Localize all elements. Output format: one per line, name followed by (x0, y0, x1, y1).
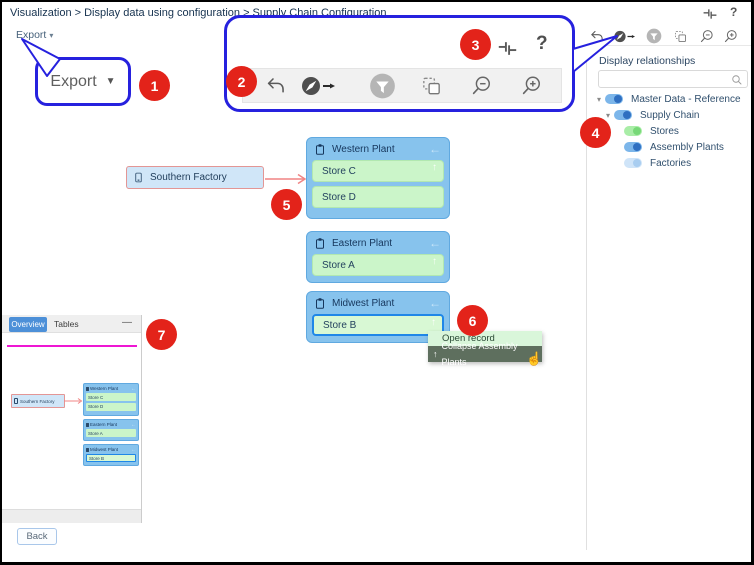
overview-panel: Overview Tables — Southern Factory Weste… (2, 315, 142, 523)
mini-node-store-a: Store A (86, 429, 136, 437)
mini-group-eastern-plant: Eastern Plant← Store A (83, 419, 139, 441)
tree-item-assembly-plants[interactable]: Assembly Plants (624, 140, 724, 154)
node-store-b[interactable]: Store B ↑ (312, 314, 444, 336)
callout-bubble-toolbar (224, 15, 575, 112)
node-southern-factory[interactable]: Southern Factory (126, 166, 264, 189)
collapse-up-icon[interactable]: ↑ (431, 317, 436, 328)
mini-relation-arrow (64, 398, 83, 404)
toggle-stores[interactable] (624, 126, 642, 136)
group-western-plant[interactable]: Western Plant ← Store C ↑ Store D (306, 137, 450, 219)
collapse-left-icon: ← (131, 446, 136, 453)
factory-record-icon (14, 398, 18, 404)
group-midwest-plant[interactable]: Midwest Plant ← Store B ↑ (306, 291, 450, 343)
collapse-left-icon[interactable]: ← (429, 296, 441, 310)
navigate-compass-icon (301, 74, 337, 98)
filter-icon[interactable] (646, 28, 662, 44)
zoom-in-icon (520, 75, 542, 97)
callout-badge-3: 3 (460, 29, 491, 60)
mini-group-western-plant: Western Plant← Store C Store D (83, 383, 139, 416)
clipboard-icon (86, 386, 89, 391)
collapse-up-icon[interactable]: ↑ (432, 256, 437, 267)
search-field[interactable] (603, 72, 727, 86)
callout-badge-2: 2 (226, 66, 257, 97)
callout-badge-6: 6 (457, 305, 488, 336)
collapse-up-icon[interactable]: ↑ (432, 162, 437, 173)
export-button[interactable]: Export▾ (16, 29, 54, 41)
toolbar-strip (242, 68, 562, 103)
tab-tables[interactable]: Tables (54, 319, 79, 329)
collapse-left-icon: ← (131, 385, 136, 392)
callout-badge-7: 7 (146, 319, 177, 350)
zoom-in-icon[interactable] (723, 29, 738, 44)
undo-icon (266, 75, 287, 96)
copy-icon[interactable] (673, 29, 688, 44)
mini-node-store-d: Store D (86, 402, 136, 411)
overview-scrollbar-area[interactable] (2, 509, 141, 523)
filter-icon (369, 72, 396, 99)
tree-item-supply-chain[interactable]: ▾ Supply Chain (606, 109, 700, 121)
copy-icon (420, 74, 443, 97)
chevron-down-icon: ▾ (49, 31, 54, 40)
context-menu: Open record ↑ Collapse Assembly Plants (428, 331, 542, 367)
panel-title: Display relationships (599, 55, 696, 67)
caret-down-icon[interactable]: ▾ (606, 110, 611, 120)
display-relationships-panel: Display relationships ▾ Master Data - Re… (586, 45, 751, 550)
collapse-up-icon: ↑ (433, 349, 438, 359)
clipboard-icon (314, 237, 326, 250)
collapse-icon[interactable] (703, 7, 717, 21)
tab-overview[interactable]: Overview (9, 317, 47, 332)
search-icon (731, 74, 743, 86)
clipboard-icon (86, 422, 89, 427)
mini-node-southern-factory: Southern Factory (11, 394, 65, 408)
collapse-left-icon[interactable]: ← (429, 236, 441, 250)
viewport-indicator-line (7, 345, 137, 347)
clipboard-icon (314, 143, 326, 156)
tree-item-master-data[interactable]: ▾ Master Data - Reference (597, 93, 741, 105)
clipboard-icon (314, 297, 326, 310)
tree-item-stores[interactable]: Stores (624, 124, 679, 138)
tree-item-factories[interactable]: Factories (624, 156, 691, 170)
collapse-left-icon: ← (131, 421, 136, 428)
minimize-icon[interactable]: — (122, 317, 132, 328)
help-icon[interactable]: ? (730, 5, 738, 19)
callout-bubble-export: Export ▼ (35, 57, 131, 106)
mini-group-midwest-plant: Midwest Plant← Store B (83, 444, 139, 466)
collapse-icon (498, 39, 517, 58)
group-header[interactable]: Midwest Plant ← (307, 292, 449, 314)
toggle-assembly-plants[interactable] (624, 142, 642, 152)
toggle-master-data[interactable] (605, 94, 624, 104)
callout-badge-4: 4 (580, 117, 611, 148)
mini-node-store-b: Store B (86, 454, 136, 462)
group-header[interactable]: Eastern Plant ← (307, 232, 449, 254)
menu-item-open-record[interactable]: Open record (428, 331, 542, 346)
collapse-left-icon[interactable]: ← (429, 142, 441, 156)
caret-down-icon[interactable]: ▾ (597, 94, 602, 104)
relation-arrow (265, 173, 307, 185)
zoom-out-icon[interactable] (699, 29, 714, 44)
mini-node-store-c: Store C (86, 393, 136, 401)
overview-tabbar: Overview Tables — (2, 315, 141, 333)
group-eastern-plant[interactable]: Eastern Plant ← Store A ↑ (306, 231, 450, 283)
toggle-factories[interactable] (624, 158, 642, 168)
navigate-compass-icon[interactable] (611, 29, 639, 44)
clipboard-icon (86, 447, 89, 452)
toggle-supply-chain[interactable] (614, 110, 633, 120)
search-input[interactable] (598, 70, 748, 88)
hand-cursor-icon: ☝ (526, 351, 543, 366)
callout-badge-1: 1 (139, 70, 170, 101)
factory-record-icon (133, 171, 144, 184)
node-store-a[interactable]: Store A ↑ (312, 254, 444, 276)
zoom-out-icon (470, 75, 492, 97)
menu-item-collapse-assembly-plants[interactable]: ↑ Collapse Assembly Plants (428, 341, 542, 367)
undo-icon[interactable] (590, 29, 605, 44)
chevron-down-icon: ▼ (105, 76, 116, 87)
node-store-d[interactable]: Store D (312, 186, 444, 208)
help-icon: ? (536, 33, 548, 54)
group-header[interactable]: Western Plant ← (307, 138, 449, 160)
back-button[interactable]: Back (17, 528, 57, 545)
callout-badge-5: 5 (271, 189, 302, 220)
node-store-c[interactable]: Store C ↑ (312, 160, 444, 182)
